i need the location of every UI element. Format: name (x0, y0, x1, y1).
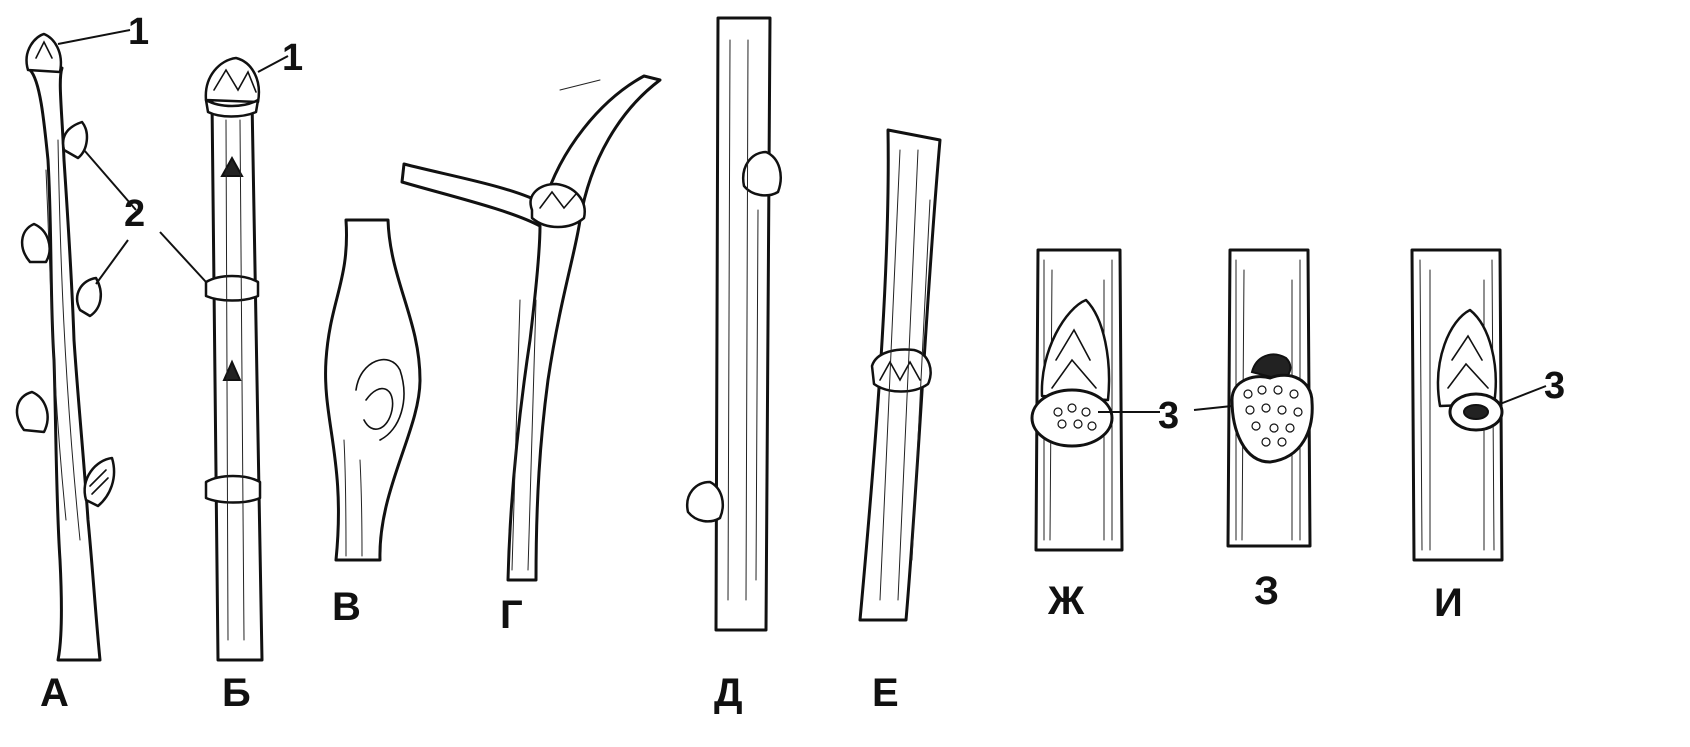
lateral-bud-a4 (17, 392, 48, 432)
panel-label-e: Е (872, 671, 899, 715)
callout-1-a: 1 (128, 11, 149, 53)
node-b1 (206, 276, 258, 301)
terminal-bud-a (27, 34, 61, 72)
lateral-bud-a2 (22, 224, 49, 262)
callout-2: 2 (124, 193, 145, 235)
lateral-bud-a5 (85, 458, 114, 506)
segment-zh (1032, 250, 1160, 550)
twig-e (860, 130, 940, 620)
twig-v (326, 220, 420, 560)
segment-z (1194, 250, 1312, 546)
lateral-bud-a1 (63, 122, 87, 158)
segment-i (1412, 250, 1546, 560)
twig-b (160, 56, 288, 660)
lateral-bud-d2 (687, 482, 723, 521)
panel-label-b: Б (222, 671, 251, 715)
leaf-scar-zh (1032, 390, 1112, 446)
panel-label-g: Г (500, 593, 523, 637)
twig-a (17, 30, 136, 660)
twig-d (687, 18, 780, 630)
panel-label-i: И (1434, 581, 1463, 625)
callout-3-i: 3 (1544, 365, 1565, 407)
twig-g (402, 76, 660, 580)
panel-label-zh: Ж (1047, 579, 1085, 623)
callout-3-zh: 3 (1158, 395, 1179, 437)
panel-label-d: Д (714, 671, 743, 715)
panel-label-v: В (332, 585, 361, 629)
callout-1-b: 1 (282, 37, 303, 79)
node-b2 (206, 476, 260, 503)
panel-label-a: А (40, 671, 69, 715)
panel-label-z: З (1254, 569, 1279, 613)
